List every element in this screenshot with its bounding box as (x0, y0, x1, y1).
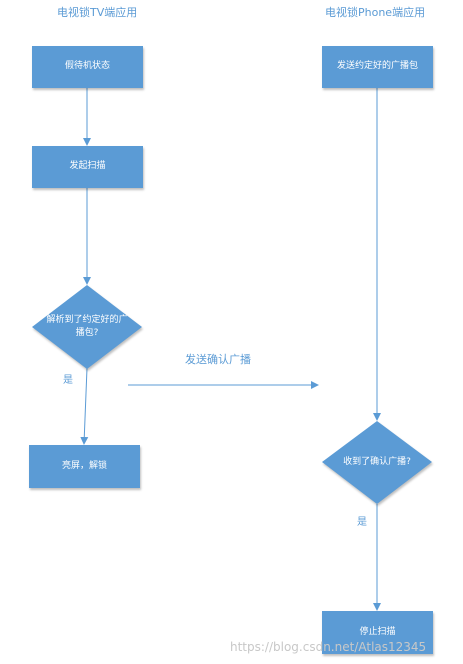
edge-label-yes-phone: 是 (357, 517, 367, 528)
diamond-confirm-question (322, 421, 432, 504)
tv-column-title: 电视锁TV端应用 (57, 6, 138, 19)
node-start-scan: 发起扫描 (32, 146, 143, 188)
watermark: https://blog.csdn.net/Atlas12345 (230, 640, 427, 654)
node-stop-scan: 停止扫描 (322, 611, 433, 654)
arrow-question-to-unlock (80, 367, 89, 445)
phone-column-title: 电视锁Phone端应用 (325, 6, 426, 19)
edge-label-yes-tv: 是 (63, 375, 73, 386)
node-confirm-question-label: 收到了确认广播? (343, 456, 411, 467)
node-send-broadcast: 发送约定好的广播包 (322, 46, 433, 88)
diamond-parse-question (32, 285, 142, 369)
edge-label-send-confirm: 发送确认广播 (185, 353, 251, 366)
node-unlock: 亮屏，解锁 (29, 445, 140, 488)
node-standby: 假待机状态 (32, 46, 143, 88)
node-parse-question-label: 解析到了约定好的广播包? (46, 315, 128, 338)
